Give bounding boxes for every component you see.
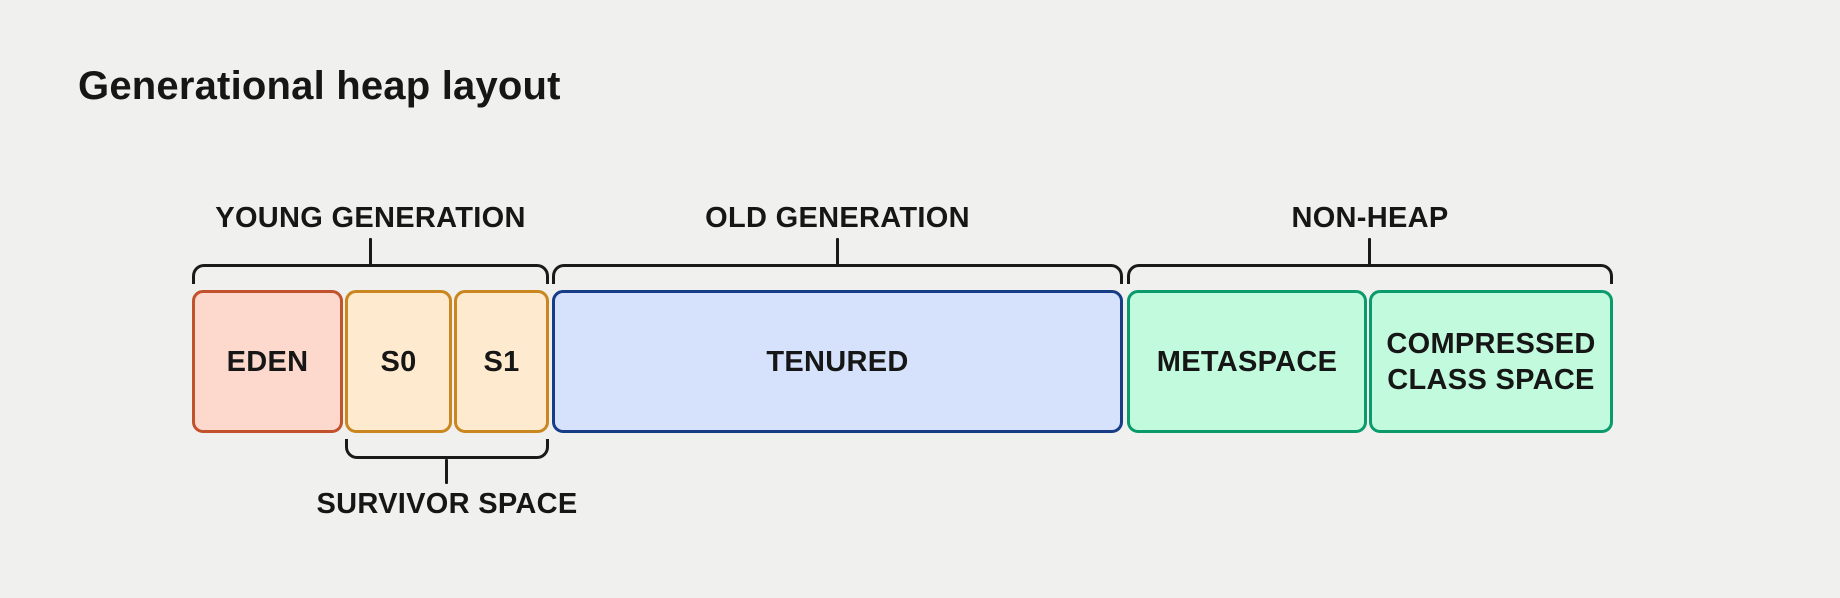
young-generation-bracket (192, 264, 549, 284)
survivor-0-box: S0 (345, 290, 452, 433)
metaspace-box-label: METASPACE (1156, 345, 1338, 378)
tenured-box: TENURED (552, 290, 1123, 433)
group-label-old-generation: OLD GENERATION (705, 202, 970, 234)
group-label-young-generation: YOUNG GENERATION (215, 202, 526, 234)
tenured-box-label: TENURED (766, 345, 909, 378)
compressed-class-space-box: COMPRESSED CLASS SPACE (1369, 290, 1613, 433)
old-generation-bracket (552, 264, 1123, 284)
survivor-0-box-label: S0 (380, 345, 417, 378)
survivor-space-bracket-tick (445, 459, 448, 484)
non-heap-bracket-tick (1368, 238, 1371, 265)
young-generation-bracket-tick (369, 238, 372, 265)
old-generation-bracket-tick (836, 238, 839, 265)
compressed-class-space-box-label: COMPRESSED CLASS SPACE (1386, 327, 1596, 396)
metaspace-box: METASPACE (1127, 290, 1367, 433)
non-heap-bracket (1127, 264, 1613, 284)
survivor-space-label: SURVIVOR SPACE (316, 488, 578, 520)
survivor-space-bracket (345, 439, 549, 459)
survivor-1-box: S1 (454, 290, 549, 433)
page-title: Generational heap layout (78, 64, 561, 108)
eden-box: EDEN (192, 290, 343, 433)
group-label-non-heap: NON-HEAP (1291, 202, 1449, 234)
survivor-1-box-label: S1 (483, 345, 520, 378)
eden-box-label: EDEN (226, 345, 309, 378)
